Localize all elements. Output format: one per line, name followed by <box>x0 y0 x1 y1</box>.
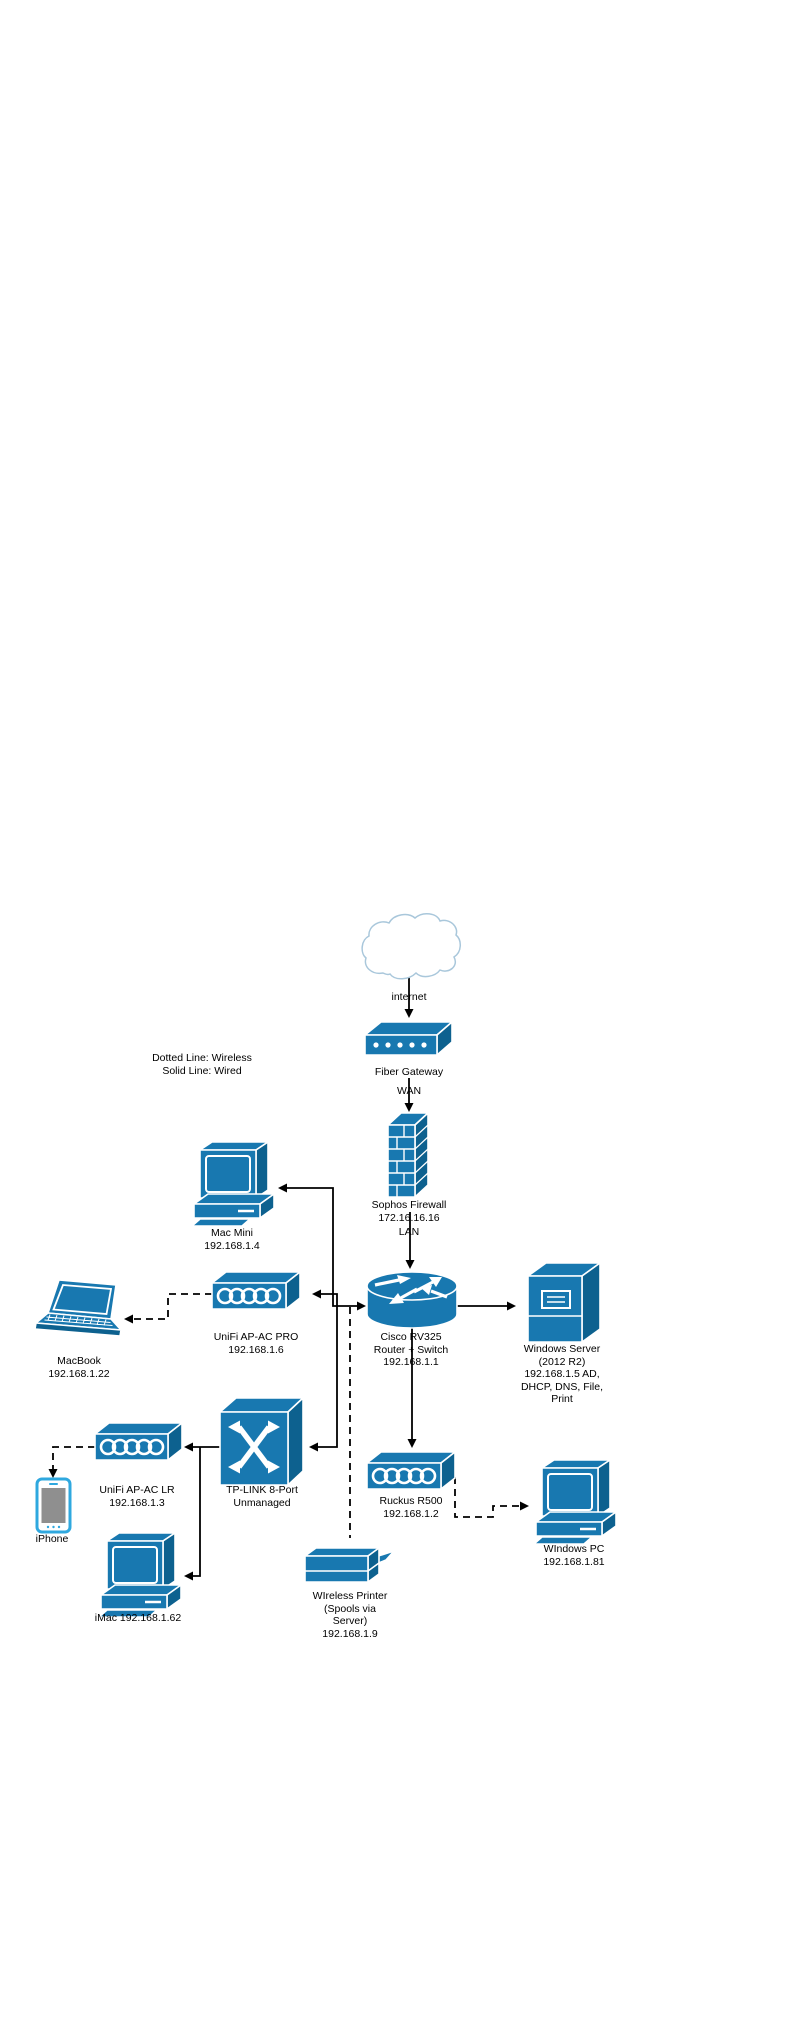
windows-server-label: Windows Server (2012 R2) 192.168.1.5 AD,… <box>520 1343 604 1405</box>
internet-cloud-icon[interactable] <box>361 913 461 980</box>
switch-arrows-glyph <box>228 1420 280 1474</box>
wireless-printer-label: WIreless Printer (Spools via Server) 192… <box>312 1590 388 1640</box>
imac-label: iMac 192.168.1.62 <box>94 1612 182 1624</box>
fiber-gateway-label: Fiber Gateway <box>374 1066 444 1078</box>
wireless-unifilr-iphone <box>48 1446 95 1478</box>
unifi-ap-lr-icon[interactable] <box>94 1422 183 1461</box>
mac-mini-icon[interactable] <box>190 1140 276 1228</box>
lan-label: LAN <box>398 1226 420 1238</box>
legend-text: Dotted Line: Wireless Solid Line: Wired <box>152 1052 252 1077</box>
windows-server-icon[interactable] <box>527 1262 601 1343</box>
iphone-icon[interactable] <box>35 1477 72 1534</box>
router-arrows-glyph <box>374 1275 448 1304</box>
internet-label: internet <box>391 991 427 1003</box>
wireless-unifipro-macbook <box>124 1293 212 1324</box>
sophos-firewall-label: Sophos Firewall 172.16.16.16 <box>371 1199 447 1224</box>
wire-router-server <box>457 1301 516 1311</box>
ruckus-r500-icon[interactable] <box>366 1451 456 1490</box>
ruckus-r500-label: Ruckus R500 192.168.1.2 <box>379 1495 443 1520</box>
wire-internet-gateway <box>404 977 414 1018</box>
wireless-ruckus-winpc <box>454 1477 529 1518</box>
unifi-ap-lr-label: UniFi AP-AC LR 192.168.1.3 <box>99 1484 175 1509</box>
unifi-ap-pro-icon[interactable] <box>211 1271 301 1310</box>
sophos-firewall-icon[interactable] <box>387 1112 429 1198</box>
wire-unifipro-tplink-trunk <box>309 1289 338 1452</box>
iphone-label: iPhone <box>35 1533 69 1545</box>
mac-mini-label: Mac Mini 192.168.1.4 <box>204 1227 260 1252</box>
unifi-ap-pro-label: UniFi AP-AC PRO 192.168.1.6 <box>213 1331 299 1356</box>
cisco-router-icon[interactable] <box>366 1271 458 1329</box>
wire-firewall-router <box>405 1212 415 1269</box>
windows-pc-icon[interactable] <box>532 1458 618 1546</box>
cisco-router-label: Cisco RV325 Router + Switch 192.168.1.1 <box>373 1331 449 1368</box>
wire-tplink-unifilr <box>184 1442 220 1452</box>
imac-icon[interactable] <box>97 1531 183 1619</box>
macbook-label: MacBook 192.168.1.22 <box>48 1355 110 1380</box>
tplink-switch-label: TP-LINK 8-Port Unmanaged <box>226 1484 298 1509</box>
fiber-gateway-icon[interactable] <box>364 1021 453 1056</box>
wire-router-macmini <box>278 1183 366 1311</box>
wire-tplink-imac <box>184 1447 201 1581</box>
tplink-switch-icon[interactable] <box>219 1397 304 1486</box>
wire-gateway-firewall <box>404 1078 414 1112</box>
wireless-printer-icon[interactable] <box>304 1547 395 1583</box>
macbook-icon[interactable] <box>34 1279 122 1337</box>
wan-label: WAN <box>396 1085 422 1097</box>
windows-pc-label: WIndows PC 192.168.1.81 <box>543 1543 605 1568</box>
wire-router-ruckus <box>407 1328 417 1448</box>
